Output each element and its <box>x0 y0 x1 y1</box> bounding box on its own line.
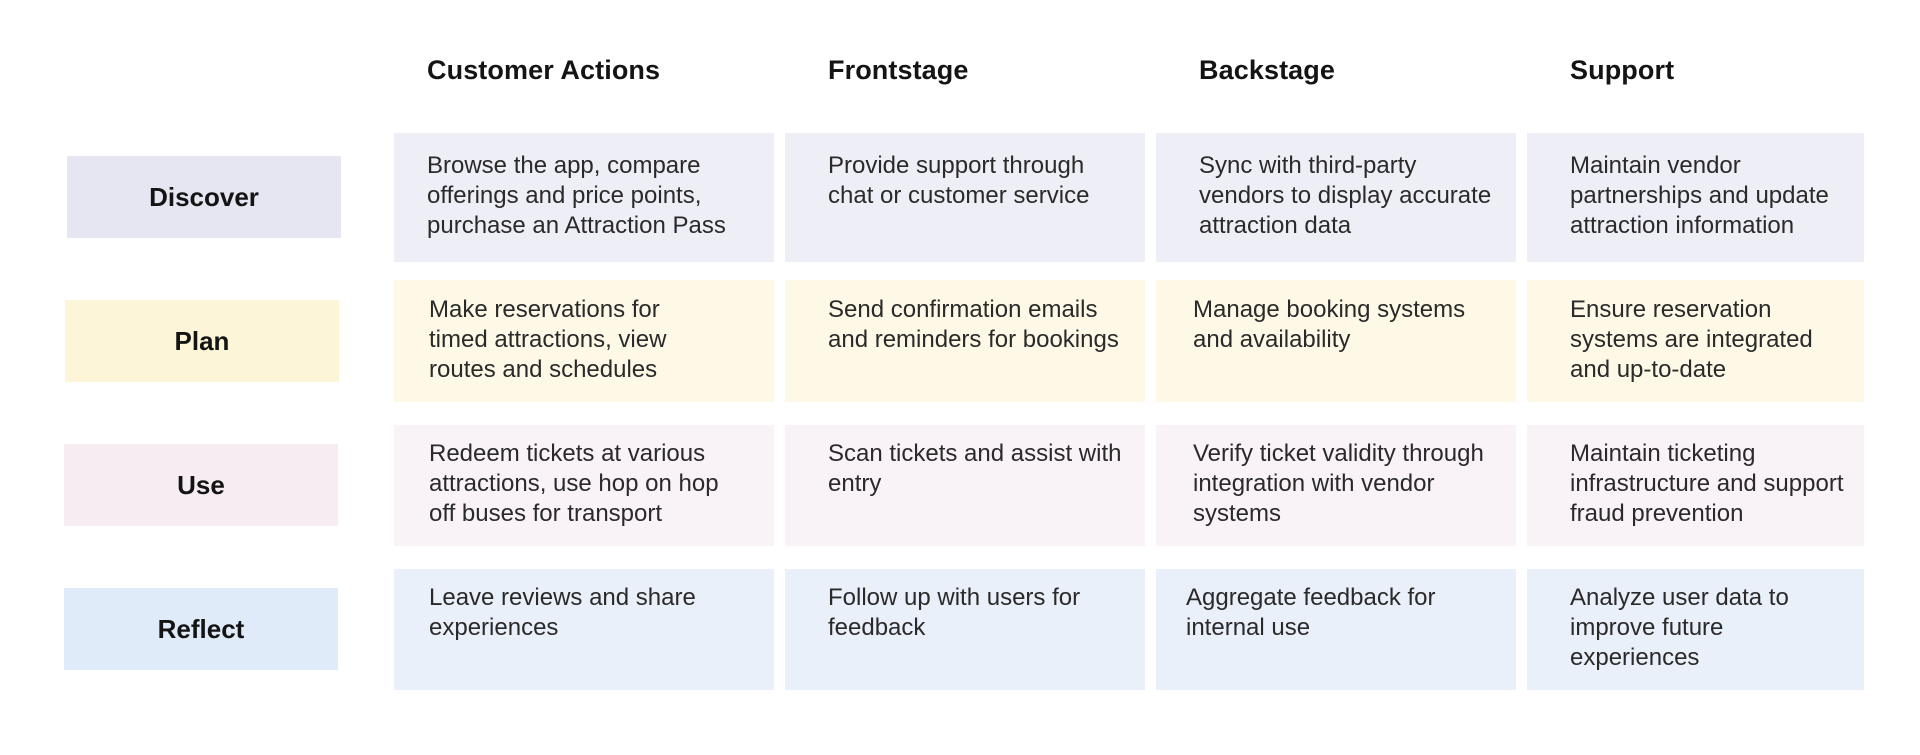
stage-label-reflect: Reflect <box>64 588 338 670</box>
column-header-backstage: Backstage <box>1199 55 1335 85</box>
stage-label-plan: Plan <box>65 300 339 382</box>
cell-use-customer-actions: Redeem tickets at various attractions, u… <box>394 425 774 546</box>
cell-reflect-frontstage: Follow up with users for feedback <box>785 569 1145 690</box>
cell-discover-support: Maintain vendor partnerships and update … <box>1527 133 1864 262</box>
column-header-support: Support <box>1570 55 1675 85</box>
cell-reflect-support: Analyze user data to improve future expe… <box>1527 569 1864 690</box>
cell-plan-support: Ensure reservation systems are integrate… <box>1527 280 1864 402</box>
cell-discover-customer-actions: Browse the app, compare offerings and pr… <box>394 133 774 262</box>
cell-reflect-customer-actions: Leave reviews and share experiences <box>394 569 774 690</box>
cell-plan-customer-actions: Make reservations for timed attractions,… <box>394 280 774 402</box>
cell-reflect-backstage: Aggregate feedback for internal use <box>1156 569 1516 690</box>
cell-plan-frontstage: Send confirmation emails and reminders f… <box>785 280 1145 402</box>
cell-discover-backstage: Sync with third-party vendors to display… <box>1156 133 1516 262</box>
stage-label-discover: Discover <box>67 156 341 238</box>
cell-use-frontstage: Scan tickets and assist with entry <box>785 425 1145 546</box>
column-header-frontstage: Frontstage <box>828 55 969 85</box>
cell-use-support: Maintain ticketing infrastructure and su… <box>1527 425 1864 546</box>
cell-use-backstage: Verify ticket validity through integrati… <box>1156 425 1516 546</box>
stage-label-use: Use <box>64 444 338 526</box>
column-header-customer-actions: Customer Actions <box>427 55 661 85</box>
cell-plan-backstage: Manage booking systems and availability <box>1156 280 1516 402</box>
cell-discover-frontstage: Provide support through chat or customer… <box>785 133 1145 262</box>
